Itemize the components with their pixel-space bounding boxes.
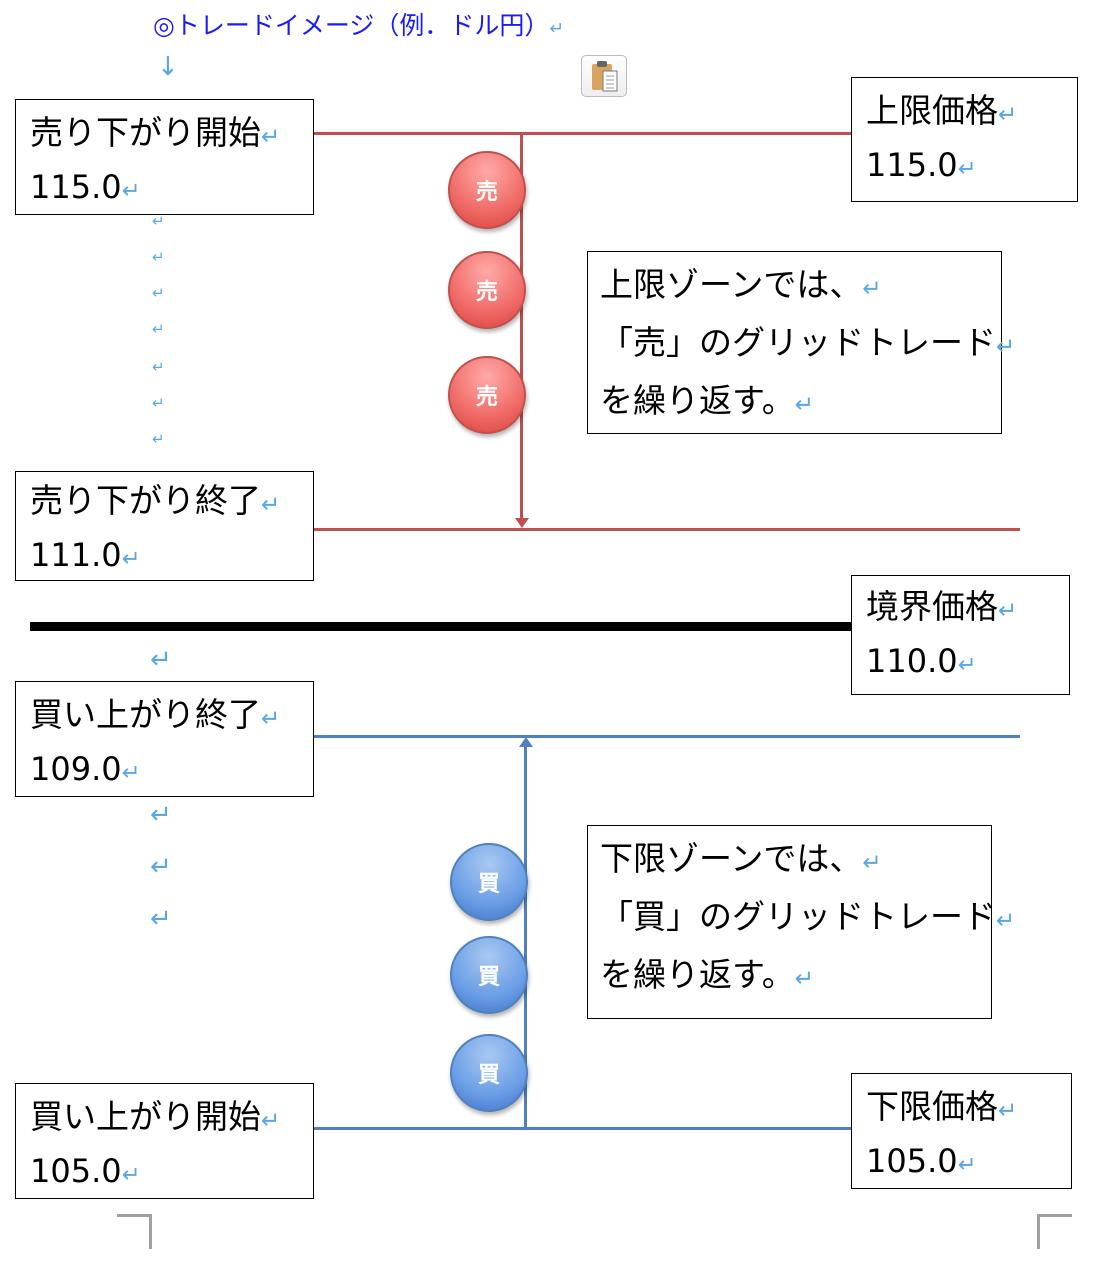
box-label: 買い上がり開始 <box>30 1097 261 1136</box>
paste-options-button[interactable] <box>581 55 627 97</box>
paragraph-mark: ↵ <box>862 276 882 302</box>
paragraph-mark: ↵ <box>150 852 172 882</box>
paragraph-mark: ↵ <box>996 334 1016 360</box>
box-label: 買い上がり終了 <box>30 695 261 734</box>
paragraph-mark: ↵ <box>121 760 141 786</box>
paragraph-mark: ↵ <box>261 492 281 518</box>
lower-zone-box: 下限ゾーンでは、↵ 「買」のグリッドトレード↵ を繰り返す。↵ <box>587 825 1015 1019</box>
paragraph-mark: ↵ <box>957 156 977 182</box>
buy-end-line <box>313 735 1020 738</box>
paragraph-mark: ↵ <box>862 850 882 876</box>
paragraph-mark: ↵ <box>549 19 564 39</box>
heading: ◎トレードイメージ（例．ドル円）↵ <box>153 6 564 42</box>
paragraph-mark: ↵ <box>150 800 172 830</box>
box-label: 上限価格 <box>866 91 998 130</box>
sell-circle: 売 <box>448 356 526 434</box>
paragraph-mark: ↵ <box>957 652 977 678</box>
paragraph-mark: ↵ <box>996 908 1016 934</box>
page-margin-corner <box>1037 1214 1072 1249</box>
paragraph-mark: ↵ <box>152 320 165 338</box>
paragraph-mark: ↵ <box>261 706 281 732</box>
paragraph-mark: ↵ <box>152 394 165 412</box>
box-value: 115.0 <box>866 146 958 184</box>
paragraph-mark: ↵ <box>150 645 172 675</box>
box-value: 111.0 <box>30 536 122 574</box>
paragraph-mark: ↵ <box>957 1152 977 1178</box>
box-value: 105.0 <box>30 1152 122 1190</box>
paragraph-mark: ↵ <box>261 124 281 150</box>
paragraph-mark: ↵ <box>998 1098 1018 1124</box>
zone-text: を繰り返す。 <box>600 955 795 994</box>
arrow-up-icon <box>519 737 533 747</box>
box-value: 115.0 <box>30 168 122 206</box>
box-value: 105.0 <box>866 1142 958 1180</box>
box-label: 売り下がり終了 <box>30 481 261 520</box>
paragraph-mark: ↵ <box>794 966 815 992</box>
lower-limit-box: 下限価格↵ 105.0↵ <box>851 1073 1072 1189</box>
box-value: 109.0 <box>30 750 122 788</box>
lower-limit-line <box>313 1127 851 1130</box>
paragraph-mark: ↵ <box>152 284 165 302</box>
clipboard-icon <box>592 61 618 92</box>
buy-end-box: 買い上がり終了↵ 109.0↵ <box>15 681 314 797</box>
box-label: 下限価格 <box>866 1087 998 1126</box>
paragraph-mark: ↵ <box>121 178 141 204</box>
box-label: 売り下がり開始 <box>30 113 261 152</box>
zone-text: 上限ゾーンでは、 <box>600 265 863 304</box>
paragraph-mark: ↵ <box>998 102 1018 128</box>
upper-zone-box: 上限ゾーンでは、↵ 「売」のグリッドトレード↵ を繰り返す。↵ <box>587 251 1015 434</box>
paragraph-mark: ↵ <box>121 546 141 572</box>
box-label: 境界価格 <box>866 587 998 626</box>
boundary-line <box>30 622 851 631</box>
sell-circle: 売 <box>448 151 526 229</box>
arrow-down-icon <box>515 518 529 528</box>
paragraph-mark: ↵ <box>152 212 165 230</box>
buy-circle: 買 <box>450 843 528 921</box>
zone-text: 「売」のグリッドトレード <box>600 323 996 362</box>
paragraph-mark: ↵ <box>794 392 815 418</box>
zone-text: 「買」のグリッドトレード <box>600 897 996 936</box>
sell-circle: 売 <box>448 251 526 329</box>
paragraph-mark: ↵ <box>121 1162 141 1188</box>
paragraph-mark: ↵ <box>150 904 172 934</box>
zone-text: 下限ゾーンでは、 <box>600 839 863 878</box>
buy-direction-line <box>524 745 527 1129</box>
sell-end-box: 売り下がり終了↵ 111.0↵ <box>15 471 314 581</box>
zone-text: を繰り返す。 <box>600 381 795 420</box>
page-margin-corner <box>117 1214 152 1249</box>
paragraph-mark: ↵ <box>261 1108 281 1134</box>
paragraph-mark: ↵ <box>998 598 1018 624</box>
upper-limit-box: 上限価格↵ 115.0↵ <box>851 77 1078 202</box>
paragraph-mark: ↵ <box>152 430 165 448</box>
buy-circle: 買 <box>450 936 528 1014</box>
box-value: 110.0 <box>866 642 958 680</box>
buy-start-box: 買い上がり開始↵ 105.0↵ <box>15 1083 314 1199</box>
buy-circle: 買 <box>450 1034 528 1112</box>
heading-text: ◎トレードイメージ（例．ドル円） <box>153 11 550 40</box>
boundary-price-box: 境界価格↵ 110.0↵ <box>851 575 1070 695</box>
upper-limit-line <box>313 132 851 135</box>
paragraph-mark: ↵ <box>152 358 165 376</box>
sell-end-line <box>313 528 1020 531</box>
down-arrow-mark: ↓ <box>157 52 179 82</box>
sell-direction-line <box>520 133 523 523</box>
sell-start-box: 売り下がり開始↵ 115.0↵ <box>15 99 314 215</box>
paragraph-mark: ↵ <box>152 248 165 266</box>
